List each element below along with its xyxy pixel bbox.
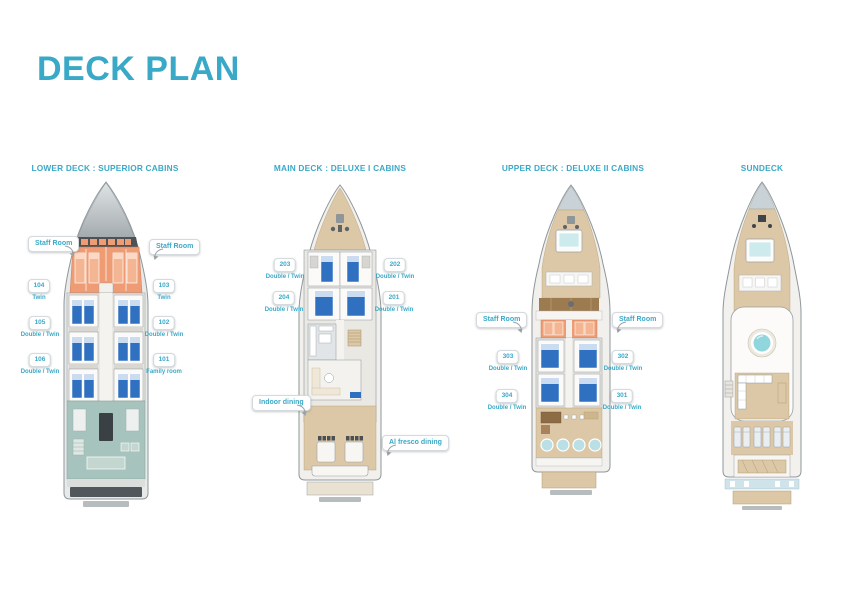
tag-label: Staff Room bbox=[149, 238, 201, 255]
cabin-type: Double / Twin bbox=[144, 332, 184, 338]
cabin-type: Double / Twin bbox=[264, 307, 304, 313]
tag-label: Staff Room bbox=[612, 311, 664, 328]
cabin-label-204: 204 Double / Twin bbox=[264, 291, 304, 313]
stern-bench bbox=[733, 454, 791, 478]
cabin-label-103: 103 Twin bbox=[153, 279, 175, 301]
round-tables bbox=[540, 438, 602, 452]
sundeck-plan-drawing bbox=[722, 181, 802, 510]
cabin-label-102: 102 Double / Twin bbox=[144, 316, 184, 338]
label-arrow-icon bbox=[65, 245, 75, 257]
anchor-windlass bbox=[752, 215, 772, 228]
cabin-type: Double / Twin bbox=[265, 274, 305, 280]
cabin-type: Double / Twin bbox=[375, 274, 415, 280]
label-arrow-icon bbox=[153, 248, 164, 260]
page-title: DECK PLAN bbox=[37, 50, 240, 88]
guest-cabins-area bbox=[66, 292, 146, 402]
tag-label: Indoor dining bbox=[252, 394, 311, 411]
lower-staff-room-right-tag: Staff Room bbox=[149, 235, 201, 260]
engine-room-area bbox=[66, 400, 146, 480]
aft-lounge bbox=[535, 407, 603, 459]
cabin-type: Double / Twin bbox=[20, 369, 60, 375]
galley bbox=[307, 323, 337, 361]
cabin-number: 104 bbox=[28, 279, 50, 293]
cabin-label-203: 203 Double / Twin bbox=[265, 258, 305, 280]
upper-deck-plan-drawing bbox=[531, 184, 611, 495]
cabin-type: Double / Twin bbox=[20, 332, 60, 338]
staff-room-area bbox=[540, 319, 598, 339]
sundeck-title: SUNDECK bbox=[740, 163, 784, 173]
cabin-number: 303 bbox=[497, 350, 519, 364]
sun-loungers bbox=[731, 421, 793, 455]
cabin-number: 202 bbox=[384, 258, 406, 272]
cabin-number: 304 bbox=[496, 389, 518, 403]
cabin-number: 203 bbox=[274, 258, 296, 272]
cabin-label-104: 104 Twin bbox=[28, 279, 50, 301]
cabin-number: 103 bbox=[153, 279, 175, 293]
cabin-type: Family room bbox=[146, 369, 182, 375]
indoor-dining-room bbox=[307, 359, 362, 401]
indoor-dining-tag: Indoor dining bbox=[252, 391, 311, 416]
cabin-number: 201 bbox=[383, 291, 405, 305]
cabin-label-105: 105 Double / Twin bbox=[20, 316, 60, 338]
tag-label: Staff Room bbox=[28, 235, 80, 252]
cabin-label-202: 202 Double / Twin bbox=[375, 258, 415, 280]
al-fresco-dining-tag: Al fresco dining bbox=[382, 431, 449, 456]
label-arrow-icon bbox=[513, 321, 523, 333]
cabin-type: Double / Twin bbox=[374, 307, 414, 313]
cabin-label-304: 304 Double / Twin bbox=[487, 389, 527, 411]
tag-label: Al fresco dining bbox=[382, 434, 449, 451]
cabin-number: 102 bbox=[153, 316, 175, 330]
cabin-type: Twin bbox=[32, 295, 46, 301]
upper-staff-room-right-tag: Staff Room bbox=[612, 308, 664, 333]
skylight bbox=[555, 229, 583, 253]
label-arrow-icon bbox=[386, 444, 397, 456]
cabin-label-303: 303 Double / Twin bbox=[488, 350, 528, 372]
main-deck-title: MAIN DECK : DELUXE I CABINS bbox=[273, 163, 407, 173]
al-fresco-dining-deck bbox=[303, 405, 377, 477]
lower-deck-plan-drawing bbox=[63, 181, 149, 507]
l-shaped-sofa bbox=[737, 374, 773, 410]
cabins-203-202 bbox=[307, 251, 373, 287]
stairs bbox=[347, 329, 362, 347]
cabin-label-201: 201 Double / Twin bbox=[374, 291, 414, 313]
cabin-label-302: 302 Double / Twin bbox=[603, 350, 643, 372]
cabin-type: Double / Twin bbox=[602, 405, 642, 411]
foredeck-roof bbox=[539, 298, 599, 311]
cabin-type: Twin bbox=[157, 295, 171, 301]
cabin-number: 301 bbox=[611, 389, 633, 403]
anchor-windlass bbox=[563, 216, 579, 229]
guest-cabins-area bbox=[535, 337, 603, 409]
cabin-label-301: 301 Double / Twin bbox=[602, 389, 642, 411]
cabin-number: 101 bbox=[153, 353, 175, 367]
cabin-type: Double / Twin bbox=[603, 366, 643, 372]
cabin-number: 105 bbox=[29, 316, 51, 330]
crew-lockers-band bbox=[74, 237, 138, 247]
tag-label: Staff Room bbox=[476, 311, 528, 328]
upper-deck-title: UPPER DECK : DELUXE II CABINS bbox=[501, 163, 645, 173]
jacuzzi bbox=[747, 328, 777, 358]
cabin-type: Double / Twin bbox=[487, 405, 527, 411]
cabin-number: 106 bbox=[29, 353, 51, 367]
lower-deck-title: LOWER DECK : SUPERIOR CABINS bbox=[31, 163, 179, 173]
cabin-label-101: 101 Family room bbox=[146, 353, 182, 375]
stairs bbox=[724, 380, 734, 398]
cabin-type: Double / Twin bbox=[488, 366, 528, 372]
label-arrow-icon bbox=[296, 404, 307, 416]
lounge-canopy bbox=[730, 306, 794, 422]
cabin-label-106: 106 Double / Twin bbox=[20, 353, 60, 375]
upper-staff-room-left-tag: Staff Room bbox=[476, 308, 528, 333]
cabins-204-201 bbox=[307, 287, 373, 321]
label-arrow-icon bbox=[616, 321, 627, 333]
skylight bbox=[745, 238, 775, 263]
staff-room-area bbox=[69, 246, 143, 294]
cabin-number: 204 bbox=[273, 291, 295, 305]
anchor-windlass bbox=[330, 214, 350, 232]
lower-staff-room-left-tag: Staff Room bbox=[28, 232, 80, 257]
main-deck-plan-drawing bbox=[298, 184, 382, 502]
cabin-number: 302 bbox=[612, 350, 634, 364]
